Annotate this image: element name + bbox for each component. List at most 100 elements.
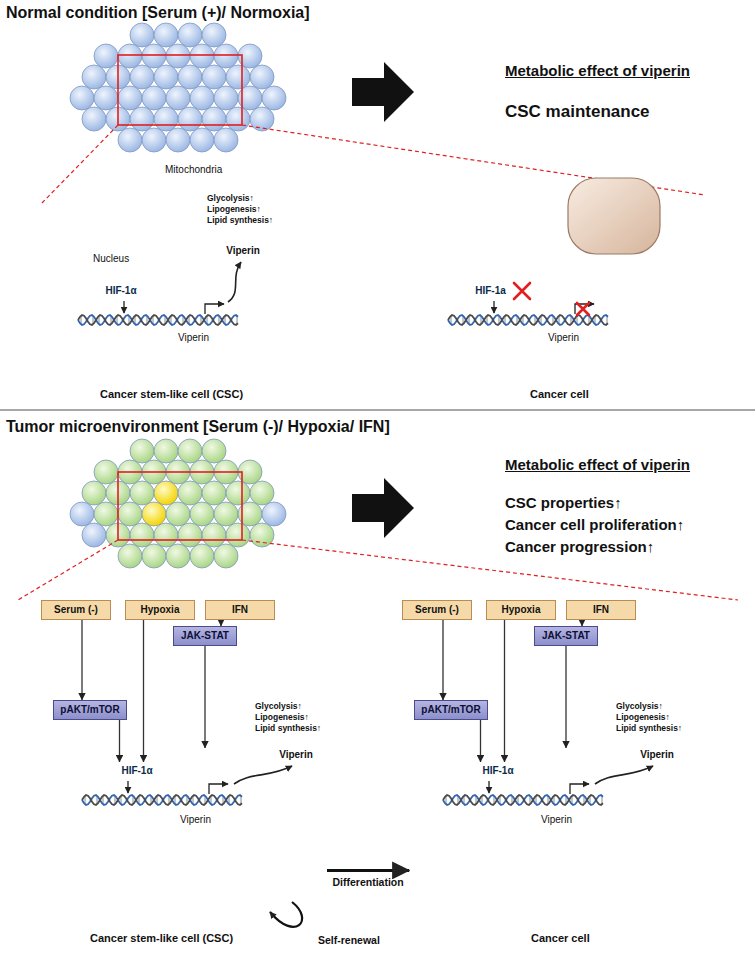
tumor-cell [166,44,190,68]
tumor-cell [154,481,178,505]
signal-arrow [119,720,120,762]
tumor-cell [130,65,154,89]
tumor-cell [190,44,214,68]
tumor-cell [94,460,118,484]
edge-label: Differentiation [333,876,404,888]
dna-strand [443,795,603,805]
tumor-cell [94,502,118,526]
condition-box: Serum (-) [402,600,472,620]
tumor-cell [190,128,214,152]
panel-title: Normal condition [Serum (+)/ Normoxia] [6,4,310,22]
node-label: pAKT/mTOR [421,704,480,716]
effect-text: CSC properties↑ [505,494,622,511]
tumor-cell [190,544,214,568]
nucleus-shape: Viperin HIF-1α [52,748,292,852]
shape-outline [418,268,658,368]
shape-ellipse [218,243,268,259]
tumor-cell [262,502,286,526]
signal-arrow [565,646,566,748]
transcription-arrow [209,784,228,794]
signal-arrow [81,620,82,700]
tumor-cell [94,86,118,110]
node-label: Viperin [279,749,313,761]
protein-oval: Viperin [631,746,683,764]
node-label: HIF-1a [475,285,506,297]
panel-divider [0,409,755,411]
nucleus-shape: ViperinHIF-1α [413,748,653,852]
tumor-cell [226,65,250,89]
node-label: Lipid synthesis↑ [616,724,682,734]
node-label: Viperin [226,245,260,257]
shape-ellipse [97,283,145,299]
tumor-cell [130,439,154,463]
shape-outline [12,640,362,928]
tumor-cell [118,44,142,68]
tumor-cell [202,439,226,463]
shape-outline [48,268,288,368]
tumor-cell [130,23,154,47]
dna-strand [448,315,608,325]
condition-box: Hypoxia [125,600,195,620]
protein-oval: Viperin [217,242,269,260]
mitochondria-outline [156,181,304,261]
node-label: Viperin [541,814,572,826]
binding-arrow [127,781,128,793]
tumor-cell [118,544,142,568]
tumor-cell [154,65,178,89]
tumor-cell [82,65,106,89]
tumor-cell [154,107,178,131]
tumor-cell [118,128,142,152]
tumor-cell [178,65,202,89]
signal-arrow [480,720,481,762]
factor-oval: HIF-1α [112,762,162,780]
node-label: Cancer stem-like cell (CSC) [100,388,243,401]
node-label: Viperin [178,332,209,344]
tumor-cell [130,481,154,505]
tumor-cell [202,65,226,89]
cell-cluster [70,23,286,152]
protein-oval: Viperin [270,746,322,764]
node-label: JAK-STAT [181,630,229,642]
tumor-cell [178,439,202,463]
node-label: Viperin [180,814,211,826]
dna-helix [82,795,242,805]
mitochondria-shape [568,178,660,254]
tumor-cell [214,86,238,110]
shape-ellipse [474,763,522,779]
pathway-box: pAKT/mTOR [414,700,488,720]
effect-text: CSC maintenance [505,102,650,122]
condition-box: Serum (-) [41,600,111,620]
node-label: Serum (-) [54,604,98,616]
factor-oval: HIF-1α [96,282,146,300]
tumor-cell [142,128,166,152]
tumor-cell [178,523,202,547]
pathway-box: JAK-STAT [173,626,237,646]
shape-ellipse [53,749,291,851]
dna-strand [78,315,238,325]
node-label: Hypoxia [141,604,180,616]
node-label: Mitochondria [165,164,222,176]
node-label: Lipogenesis↑ [255,713,309,723]
tumor-cell [250,107,274,131]
tumor-cell [214,502,238,526]
node-label: Glycolysis↑ [207,194,254,204]
tumor-cell [250,481,274,505]
node-label: Hypoxia [502,604,541,616]
dna-helix [78,315,238,325]
signal-arrow [204,646,205,748]
tumor-cell [178,23,202,47]
shape-ellipse [414,749,652,851]
shape-ellipse [419,269,657,367]
node-label: Serum (-) [415,604,459,616]
expression-arrow [234,766,292,784]
shape-outline [373,640,735,928]
node-label: Cancer stem-like cell (CSC) [90,932,233,945]
self-renewal-arrow [270,902,302,927]
transcription-arrow [575,304,594,314]
shape-outline [380,150,740,386]
zoom-line [242,540,738,600]
node-label: IFN [593,604,609,616]
tumor-cell [166,502,190,526]
